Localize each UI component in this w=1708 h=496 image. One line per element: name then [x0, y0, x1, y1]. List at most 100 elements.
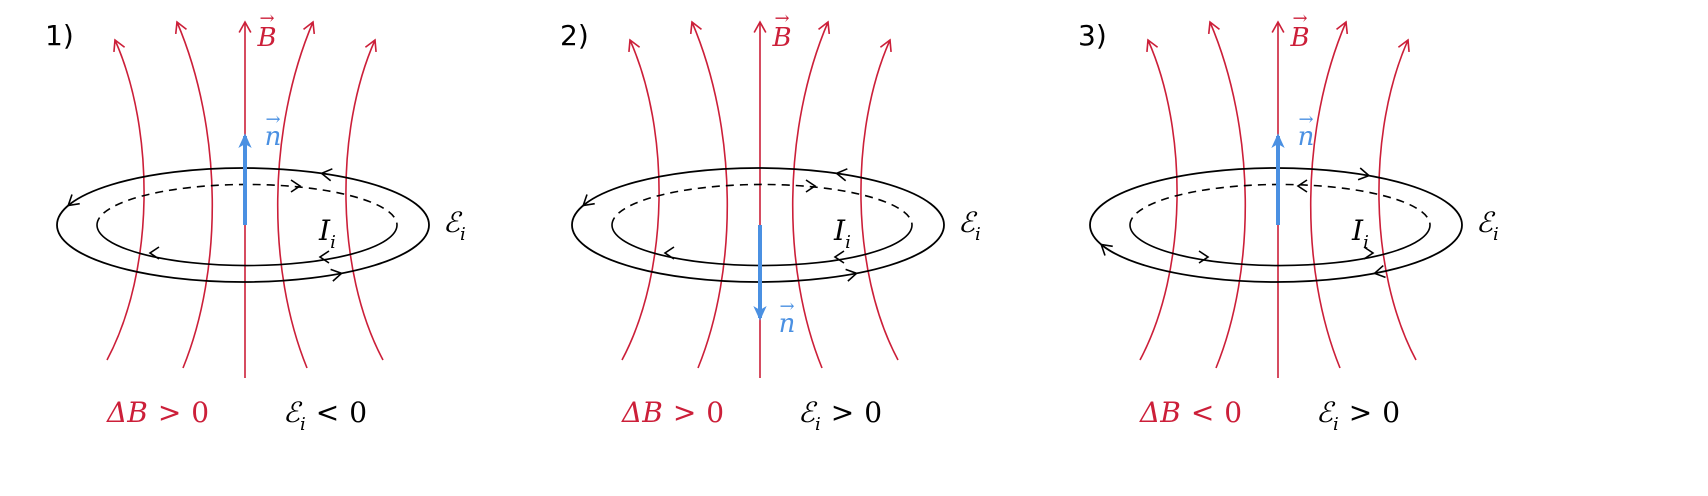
delta-b-condition: ΔB<0 — [1139, 396, 1242, 429]
emf-label: ℰi — [958, 206, 981, 245]
inner-loop-back — [1129, 183, 1431, 226]
n-vector-label: n — [779, 309, 796, 339]
value: 0 — [1224, 396, 1242, 429]
emf-subscript: i — [1493, 224, 1499, 245]
n-vector-label: n — [1298, 122, 1315, 152]
n-vector-label: n — [265, 122, 282, 152]
emf-subscript: i — [460, 224, 466, 245]
panel-number: 3) — [1078, 19, 1107, 52]
field-line-3 — [276, 20, 316, 369]
emf-subscript: i — [815, 414, 821, 435]
current-subscript: i — [330, 232, 336, 253]
emf-symbol: ℰ — [798, 396, 818, 429]
field-symbol: B — [641, 396, 663, 429]
n-vector-arrow: → — [779, 296, 794, 317]
b-vector-label: B — [1289, 23, 1309, 53]
inner-loop-arrow — [1363, 246, 1375, 260]
b-vector-label: B — [771, 23, 791, 53]
normal-vector: →n — [238, 109, 282, 225]
outer-loop-arrow — [582, 194, 595, 207]
field-line-3 — [1309, 20, 1349, 369]
emf-label: ℰi — [443, 206, 466, 245]
field-line-1 — [621, 38, 660, 361]
emf-symbol: ℰ — [1476, 206, 1496, 239]
field-lines — [621, 20, 899, 378]
field-line-3 — [791, 20, 831, 369]
field-line-2 — [689, 20, 729, 369]
normal-vector: →n — [1271, 109, 1315, 225]
current-label: Ii — [833, 214, 851, 253]
outer-loop-arrow — [1357, 167, 1371, 181]
inner-loop-front — [1129, 224, 1431, 267]
delta-symbol: Δ — [621, 396, 642, 429]
current-symbol: I — [1351, 214, 1364, 247]
normal-vector: →n — [753, 225, 796, 339]
emf-symbol: ℰ — [1316, 396, 1336, 429]
field-line-4 — [1378, 38, 1417, 361]
field-line-1 — [106, 38, 145, 361]
inner-loop-arrow — [290, 179, 302, 193]
inner-loop-arrow — [663, 246, 675, 260]
inner-loop-front — [96, 224, 398, 267]
outer-loop-arrow — [67, 194, 80, 207]
relation: > — [1349, 396, 1372, 429]
inner-loop-arrow — [805, 179, 817, 193]
inner-loop-arrow — [1198, 250, 1210, 264]
outer-loop-arrow — [330, 268, 344, 282]
value: 0 — [864, 396, 882, 429]
emf-subscript: i — [1333, 414, 1339, 435]
outer-loop-arrow — [845, 268, 859, 282]
field-symbol: B — [126, 396, 148, 429]
current-label: Ii — [318, 214, 336, 253]
current-symbol: I — [318, 214, 331, 247]
current-subscript: i — [1363, 232, 1369, 253]
b-vector-arrow: → — [774, 8, 789, 29]
inner-loop-back — [611, 183, 913, 226]
inner-loop-arrow — [833, 250, 845, 264]
value: 0 — [706, 396, 724, 429]
value: 0 — [349, 396, 367, 429]
panel-number: 1) — [45, 19, 74, 52]
value: 0 — [1382, 396, 1400, 429]
field-line-4 — [860, 38, 899, 361]
n-vector-arrow: → — [265, 109, 280, 130]
field-line-4 — [345, 38, 384, 361]
relation: > — [158, 396, 181, 429]
current-subscript: i — [845, 232, 851, 253]
current-label: Ii — [1351, 214, 1369, 253]
delta-b-condition: ΔB >0 — [106, 396, 209, 429]
relation: > — [831, 396, 854, 429]
n-vector-arrow: → — [1298, 109, 1313, 130]
inner-loop-arrow — [148, 246, 160, 260]
emf-result: ℰi >0 — [1316, 396, 1400, 435]
b-vector-arrow: → — [1292, 8, 1307, 29]
b-vector-label: B — [256, 23, 276, 53]
field-lines — [106, 20, 384, 378]
inner-loop-arrow — [318, 250, 330, 264]
emf-symbol: ℰ — [443, 206, 463, 239]
delta-symbol: Δ — [106, 396, 127, 429]
emf-symbol: ℰ — [958, 206, 978, 239]
emf-subscript: i — [975, 224, 981, 245]
current-symbol: I — [833, 214, 846, 247]
outer-loop-arrow — [1100, 243, 1113, 256]
b-vector-arrow: → — [259, 8, 274, 29]
value: 0 — [191, 396, 209, 429]
emf-subscript: i — [300, 414, 306, 435]
field-lines — [1139, 20, 1417, 378]
outer-loop-arrow — [1373, 264, 1386, 279]
inner-loop-arrow — [1296, 179, 1308, 193]
field-line-2 — [174, 20, 214, 369]
emf-symbol: ℰ — [283, 396, 303, 429]
delta-symbol: Δ — [1139, 396, 1160, 429]
field-symbol: B — [1159, 396, 1181, 429]
outer-loop-arrow — [835, 168, 848, 182]
inner-loop-back — [96, 183, 398, 226]
outer-loop-arrow — [320, 168, 333, 182]
field-line-2 — [1207, 20, 1247, 369]
relation: < — [316, 396, 339, 429]
